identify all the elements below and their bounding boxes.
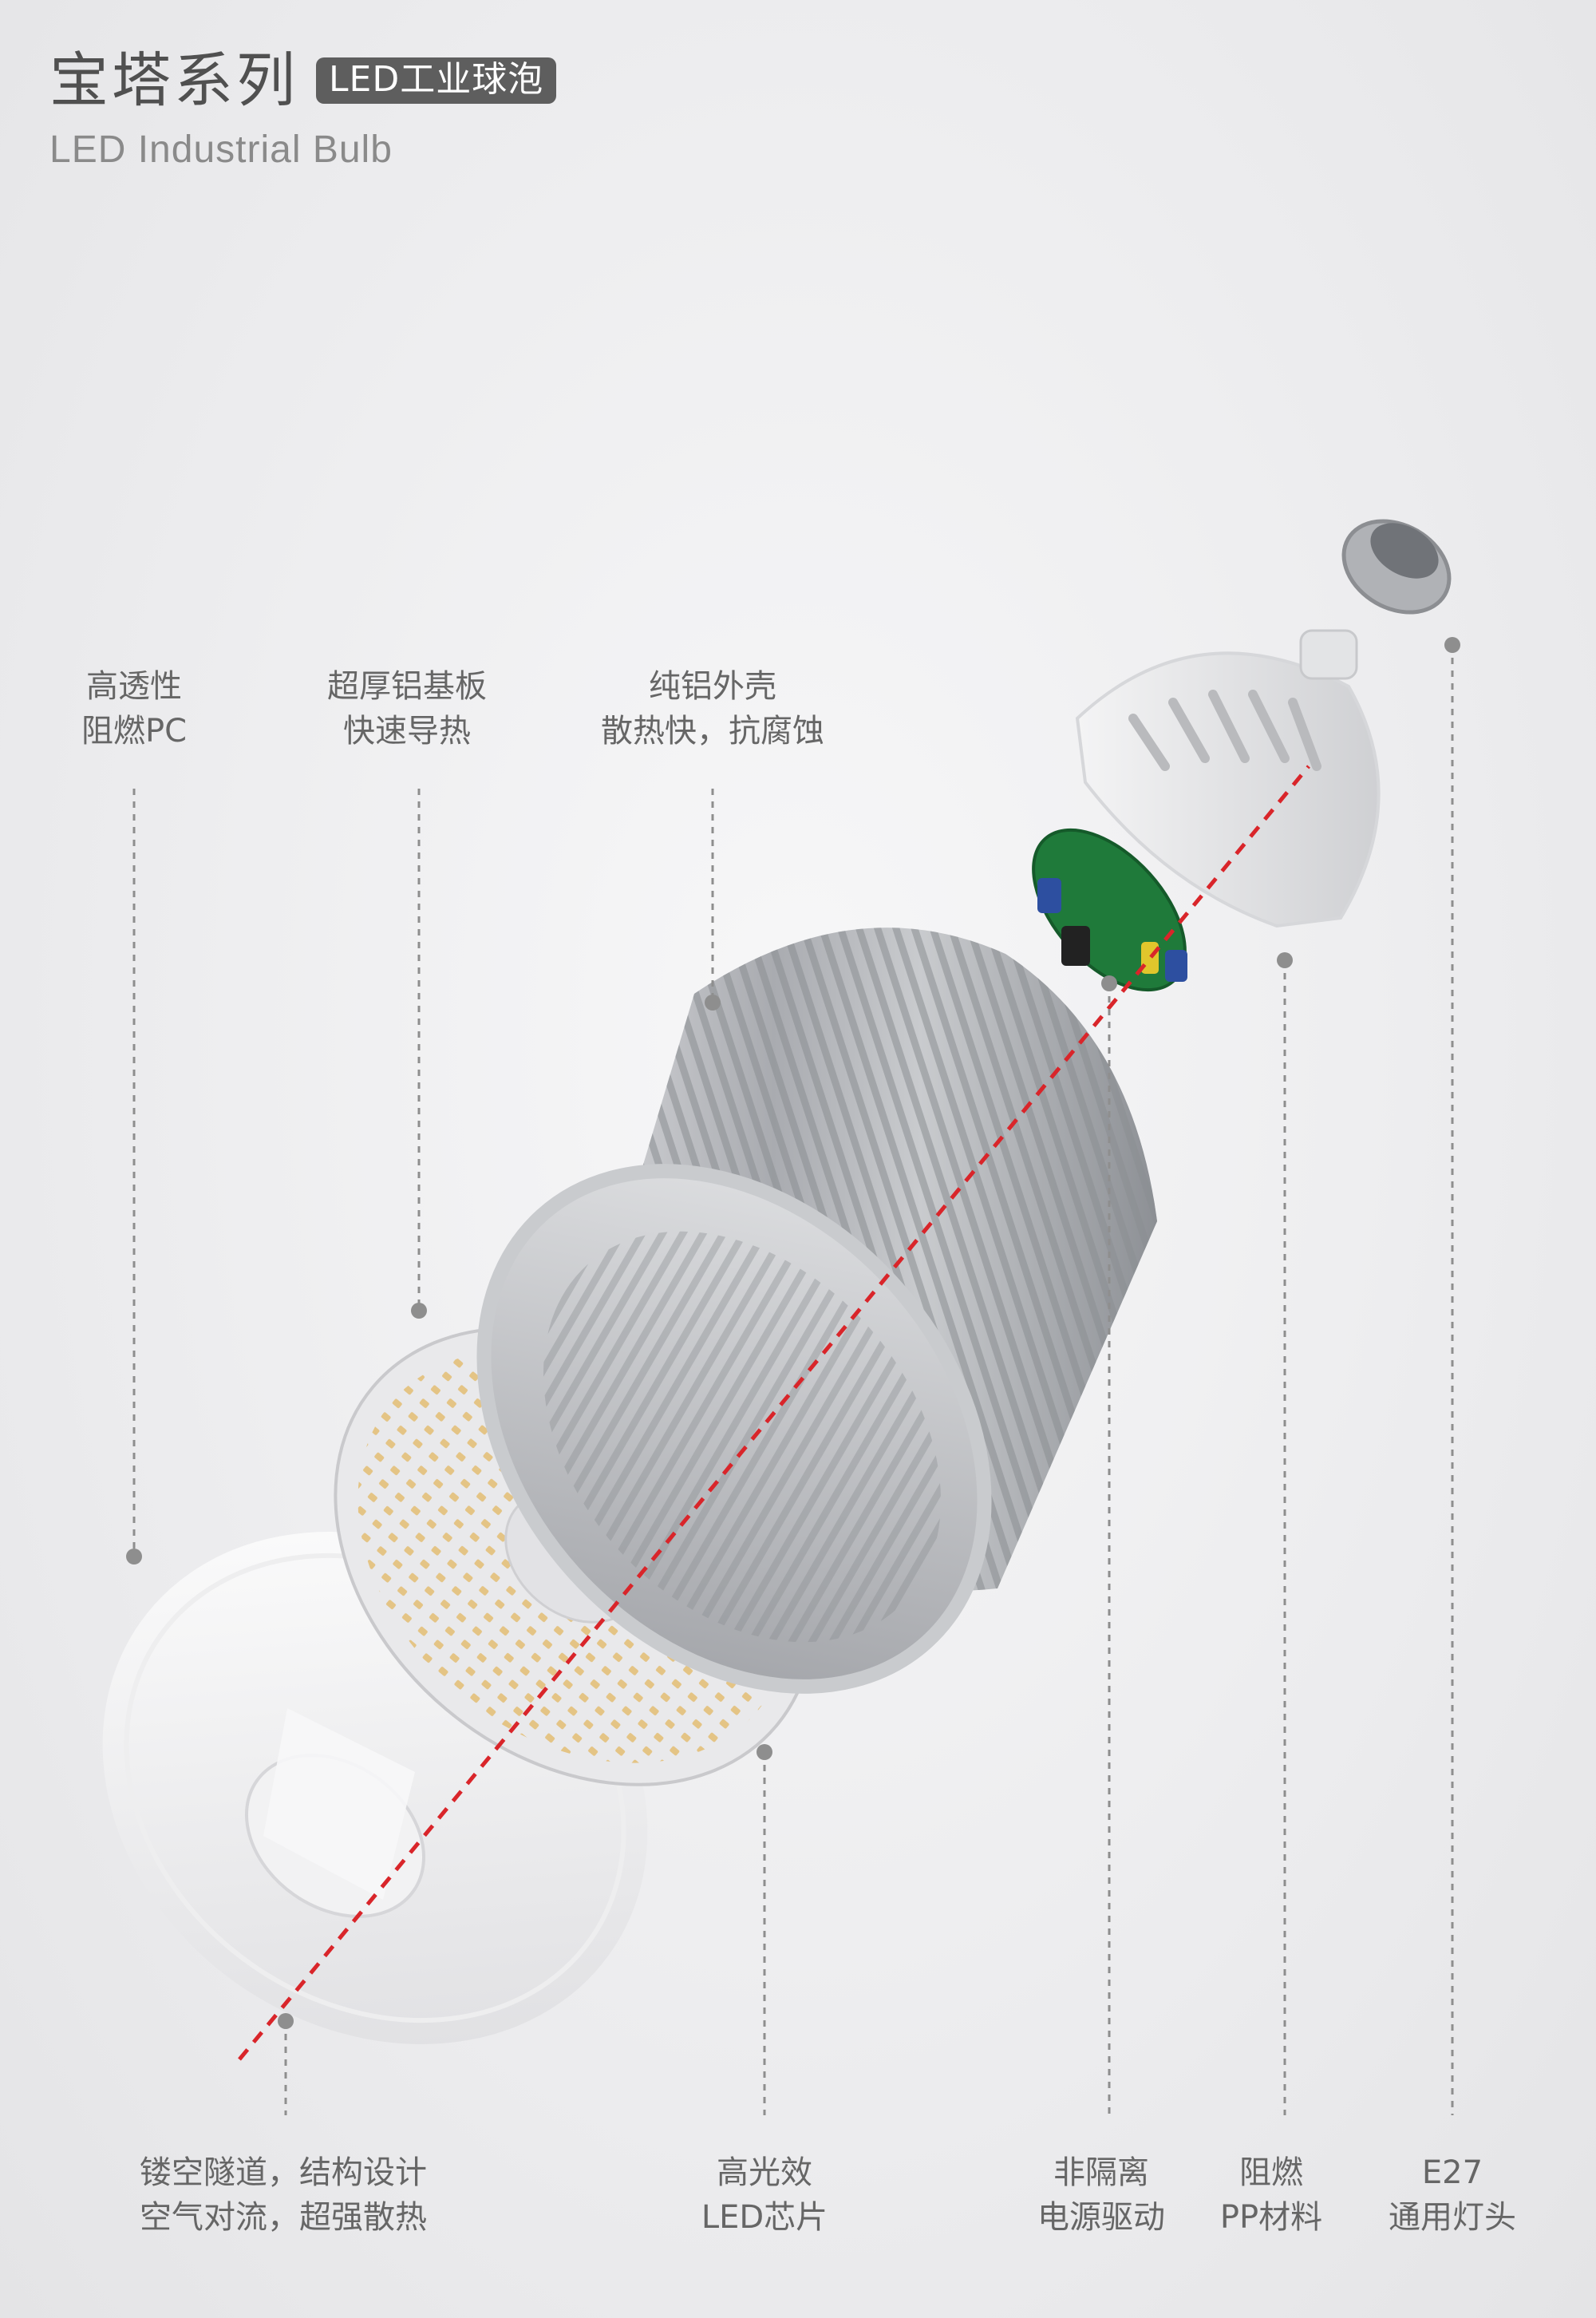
callout-driver: 非隔离 电源驱动 [1037, 2150, 1165, 2240]
callout-line: 快速导热 [343, 713, 471, 750]
callout-line: 通用灯头 [1389, 2199, 1516, 2236]
callout-line: LED芯片 [701, 2199, 828, 2236]
callout-hollow-tunnel: 镂空隧道，结构设计 空气对流，超强散热 [140, 2150, 427, 2240]
callout-line: 散热快，抗腐蚀 [601, 713, 824, 750]
callout-aluminum-shell: 纯铝外壳 散热快，抗腐蚀 [601, 664, 824, 754]
header: 宝塔系列 LED工业球泡 LED Industrial Bulb [49, 46, 557, 172]
callout-line: 阻燃PC [81, 713, 188, 750]
callout-line: 超厚铝基板 [327, 668, 487, 705]
title-row: 宝塔系列 LED工业球泡 [49, 46, 557, 115]
leader-dots [126, 637, 1460, 2029]
callout-line: 空气对流，超强散热 [140, 2199, 427, 2236]
leader-lines [132, 645, 1454, 2115]
callout-line: 阻燃 [1239, 2154, 1303, 2191]
aluminum-shell-part [476, 928, 1157, 1694]
driver-pcb-part [1032, 828, 1187, 992]
pp-housing-part [1075, 629, 1381, 928]
callout-line: 镂空隧道，结构设计 [140, 2154, 427, 2191]
callout-line: 高透性 [86, 668, 182, 705]
page-title: 宝塔系列 [49, 46, 298, 115]
callout-pp-material: 阻燃 PP材料 [1220, 2150, 1322, 2240]
category-badge: LED工业球泡 [316, 57, 557, 104]
e27-base-part [1341, 519, 1452, 615]
callout-pc-cover: 高透性 阻燃PC [81, 664, 187, 754]
callout-line: E27 [1421, 2154, 1483, 2191]
callout-led-chip: 高光效 LED芯片 [701, 2150, 828, 2240]
callout-line: 高光效 [716, 2154, 812, 2191]
callout-line: 电源驱动 [1037, 2199, 1165, 2236]
callout-line: 纯铝外壳 [649, 668, 776, 705]
callout-line: PP材料 [1219, 2199, 1323, 2236]
callout-line: 非隔离 [1053, 2154, 1149, 2191]
callout-e27-base: E27 通用灯头 [1389, 2150, 1516, 2240]
callout-aluminum-board: 超厚铝基板 快速导热 [327, 664, 487, 754]
assembly-axis-line [238, 765, 1310, 2061]
page-subtitle: LED Industrial Bulb [49, 129, 393, 171]
